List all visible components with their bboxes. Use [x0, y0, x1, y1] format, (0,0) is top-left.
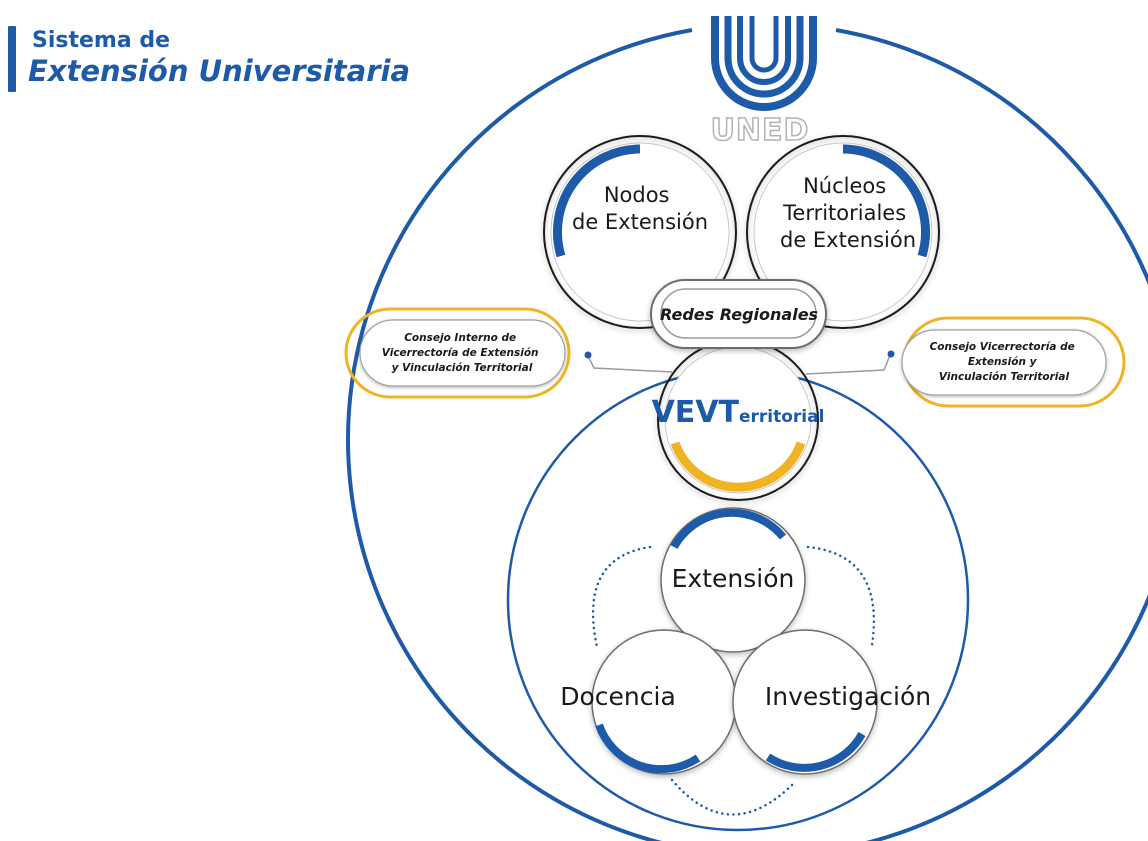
- vevt-gold-arc: [670, 441, 806, 492]
- title-line-1: Sistema de: [32, 28, 171, 53]
- council-right-line3: Vinculación Territorial: [939, 371, 1070, 383]
- nucleos-node: Núcleos Territoriales de Extensión: [746, 135, 940, 329]
- uned-wordmark: UNED: [711, 113, 810, 148]
- vevt-label-sub: erritorial: [739, 407, 824, 427]
- title-accent-bar: [8, 26, 16, 92]
- svg-text:Núcleos Territoriales: Núcleos Territoriales de Extensión: [780, 174, 916, 252]
- dotted-arc-left: [591, 545, 652, 649]
- svg-text:VEVTerritorial: VEVTerritorial: [652, 395, 825, 430]
- outer-circle: [346, 28, 1148, 841]
- connector-right: [805, 354, 891, 375]
- nucleos-label-line3: de Extensión: [780, 228, 916, 252]
- svg-text:Consejo Interno de Vic: Consejo Interno de Vicerrectoría de Exte…: [382, 332, 542, 374]
- docencia-arc: [595, 723, 701, 774]
- vevt-node: VEVTerritorial: [652, 339, 825, 501]
- extension-arc: [670, 508, 787, 549]
- council-left-pill: Consejo Interno de Vicerrectoría de Exte…: [344, 307, 571, 399]
- title-line-2: Extensión Universitaria: [28, 54, 411, 88]
- nucleos-arc: [842, 144, 931, 258]
- investigacion-node: Investigación: [732, 629, 931, 775]
- council-left-line3: y Vinculación Territorial: [392, 362, 533, 374]
- council-right-line1: Consejo Vicerrectoría de: [930, 341, 1075, 353]
- dotted-arc-right: [806, 545, 876, 647]
- redes-regionales-pill: Redes Regionales: [650, 279, 827, 349]
- nodos-node: Nodos de Extensión: [543, 135, 737, 329]
- uned-logo-icon: [711, 16, 817, 111]
- svg-text:Consejo Vicerrectoría de: Consejo Vicerrectoría de Extensión y Vin…: [930, 341, 1079, 383]
- nodos-label-line1: Nodos: [604, 183, 670, 207]
- connector-left: [587, 355, 673, 373]
- nodos-label-line2: de Extensión: [572, 210, 708, 234]
- investigacion-arc: [765, 731, 866, 772]
- extension-label: Extensión: [672, 564, 795, 593]
- investigacion-label: Investigación: [765, 682, 931, 711]
- nucleos-label-line1: Núcleos: [803, 174, 886, 198]
- council-left-line2: Vicerrectoría de Extensión: [382, 347, 539, 359]
- svg-text:Nodos de Extensión: Nodos de Extensión: [572, 183, 708, 234]
- council-left-line1: Consejo Interno de: [404, 332, 516, 344]
- council-right-line2: Extensión y: [968, 356, 1038, 368]
- redes-regionales-label: Redes Regionales: [660, 305, 818, 324]
- dotted-arc-bottom: [670, 778, 797, 816]
- nucleos-label-line2: Territoriales: [782, 201, 906, 225]
- nodos-arc: [552, 144, 641, 258]
- council-right-pill: Consejo Vicerrectoría de Extensión y Vin…: [901, 316, 1126, 408]
- vevt-label-main: VEVT: [652, 395, 740, 430]
- connector-right-dot: [887, 350, 895, 358]
- connector-left-dot: [584, 351, 592, 359]
- docencia-label: Docencia: [560, 682, 676, 711]
- extension-node: Extensión: [660, 507, 806, 653]
- docencia-node: Docencia: [560, 629, 737, 775]
